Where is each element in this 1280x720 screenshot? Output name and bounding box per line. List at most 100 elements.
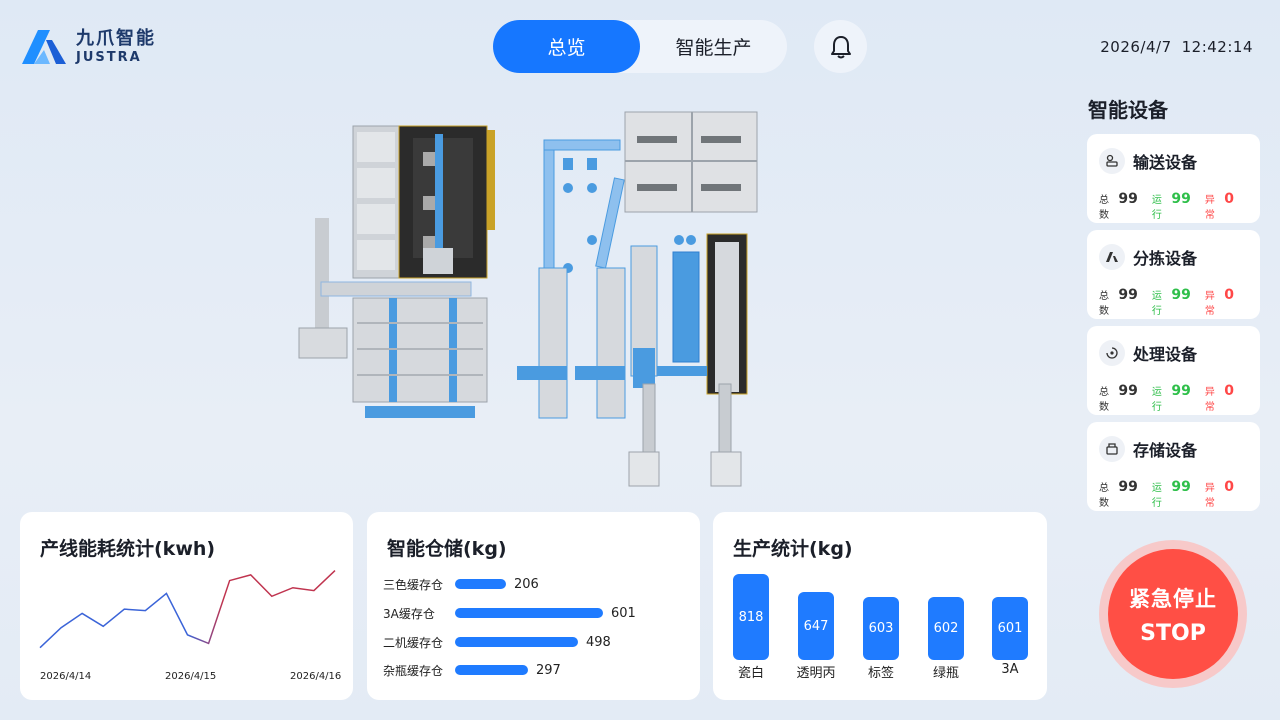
production-bar: 647 (798, 592, 834, 660)
storage-row: 二机缓存仓 498 (383, 634, 611, 650)
production-bar: 818 (733, 574, 769, 660)
main-tabs: 总览 智能生产 (493, 20, 787, 73)
production-label: 透明丙 (796, 666, 836, 681)
production-title: 生产统计(kg) (733, 538, 853, 560)
storage-bar (455, 637, 578, 647)
x-tick-label: 2026/4/16 (290, 671, 342, 682)
production-value: 647 (803, 618, 829, 634)
storage-bar (455, 579, 506, 589)
x-tick-label: 2026/4/14 (40, 671, 92, 682)
storage-value: 206 (514, 576, 539, 592)
storage-name: 杂瓶缓存仓 (383, 663, 444, 678)
storage-icon (1099, 436, 1125, 462)
stop-label-en: STOP (1140, 620, 1206, 646)
running-label: 运行 (1151, 387, 1162, 413)
datetime: 2026/4/7 12:42:14 (1100, 38, 1253, 56)
device-name: 处理设备 (1133, 345, 1198, 364)
device-card-storage[interactable]: 存储设备 总数 99 运行 99 异常 0 (1087, 422, 1260, 511)
stop-label-cn: 紧急停止 (1129, 586, 1217, 611)
storage-value: 498 (586, 634, 611, 650)
emergency-stop-button[interactable]: 紧急停止 STOP (1099, 540, 1247, 688)
error-label: 异常 (1204, 195, 1215, 221)
production-column: 647 透明丙 (797, 574, 836, 681)
devices-title: 智能设备 (1088, 98, 1168, 122)
production-bar: 602 (928, 597, 964, 660)
running-value: 99 (1171, 479, 1191, 495)
device-name: 分拣设备 (1133, 249, 1198, 268)
time-text: 12:42:14 (1181, 38, 1253, 56)
production-column: 602 绿瓶 (928, 574, 964, 681)
error-label: 异常 (1204, 387, 1215, 413)
production-value: 603 (868, 621, 894, 636)
running-value: 99 (1171, 287, 1191, 303)
total-value: 99 (1118, 479, 1138, 495)
production-bar: 603 (863, 597, 899, 660)
error-value: 0 (1224, 287, 1234, 303)
x-tick-label: 2026/4/15 (165, 671, 217, 682)
production-label: 标签 (867, 666, 894, 681)
notification-button[interactable] (814, 20, 867, 73)
energy-chart-title: 产线能耗统计(kwh) (40, 538, 216, 560)
production-value: 601 (997, 621, 1023, 636)
storage-name: 二机缓存仓 (383, 635, 444, 650)
error-value: 0 (1224, 479, 1234, 495)
running-label: 运行 (1151, 195, 1162, 221)
error-label: 异常 (1204, 291, 1215, 317)
sorter-icon (1099, 244, 1125, 270)
production-value: 818 (738, 609, 764, 625)
device-name: 存储设备 (1133, 441, 1198, 460)
storage-value: 297 (536, 662, 561, 678)
energy-line-chart (39, 570, 336, 649)
storage-bar (455, 608, 603, 618)
running-value: 99 (1171, 191, 1191, 207)
running-label: 运行 (1151, 483, 1162, 509)
production-column: 818 瓷白 (733, 574, 769, 681)
tab-smart-production[interactable]: 智能生产 (675, 37, 752, 59)
bell-icon (830, 35, 851, 58)
total-value: 99 (1118, 191, 1138, 207)
device-card-processing[interactable]: 处理设备 总数 99 运行 99 异常 0 (1087, 326, 1260, 415)
total-label: 总数 (1099, 195, 1109, 221)
storage-name: 3A缓存仓 (383, 606, 435, 621)
error-label: 异常 (1204, 483, 1215, 509)
factory-layout-view[interactable] (295, 108, 765, 490)
production-label: 绿瓶 (932, 666, 959, 681)
storage-name: 三色缓存仓 (383, 577, 444, 592)
tab-overview[interactable]: 总览 (493, 20, 640, 73)
total-label: 总数 (1099, 387, 1109, 413)
storage-row: 杂瓶缓存仓 297 (383, 662, 561, 678)
storage-title: 智能仓储(kg) (387, 538, 507, 560)
running-value: 99 (1171, 383, 1191, 399)
production-label: 瓷白 (737, 666, 764, 681)
brand-logo: 九爪智能 JUSTRA (20, 28, 156, 66)
justra-logo-icon (22, 30, 66, 64)
error-value: 0 (1224, 383, 1234, 399)
brand-name-en: JUSTRA (76, 50, 142, 65)
storage-card: 智能仓储(kg) 三色缓存仓 206 3A缓存仓 601 二机缓存仓 498 杂… (367, 512, 700, 700)
date-text: 2026/4/7 (1100, 38, 1172, 56)
device-card-conveyor[interactable]: 输送设备 总数 99 运行 99 异常 0 (1087, 134, 1260, 223)
brand-name-cn: 九爪智能 (76, 28, 156, 49)
production-value: 602 (933, 621, 959, 636)
storage-value: 601 (611, 605, 636, 621)
production-card: 生产统计(kg) 818 瓷白 647 透明丙 603 标签 602 绿瓶 60… (713, 512, 1047, 700)
total-label: 总数 (1099, 483, 1109, 509)
center-conveyor-lines (517, 139, 626, 419)
running-label: 运行 (1151, 291, 1162, 317)
production-label: 3A (1001, 662, 1019, 677)
emergency-stop-face: 紧急停止 STOP (1108, 549, 1238, 679)
device-name: 输送设备 (1133, 153, 1198, 172)
storage-row: 三色缓存仓 206 (383, 576, 539, 592)
energy-chart-card: 产线能耗统计(kwh) 2026/4/14 2026/4/15 2026/4/1… (20, 512, 353, 700)
total-label: 总数 (1099, 291, 1109, 317)
total-value: 99 (1118, 383, 1138, 399)
right-storage-boxes (624, 111, 758, 213)
left-warehouse-block (298, 125, 495, 418)
processing-icon (1099, 340, 1125, 366)
conveyor-icon (1099, 148, 1125, 174)
production-column: 601 3A (992, 574, 1028, 677)
production-column: 603 标签 (863, 574, 899, 681)
storage-bar (455, 665, 528, 675)
error-value: 0 (1224, 191, 1234, 207)
